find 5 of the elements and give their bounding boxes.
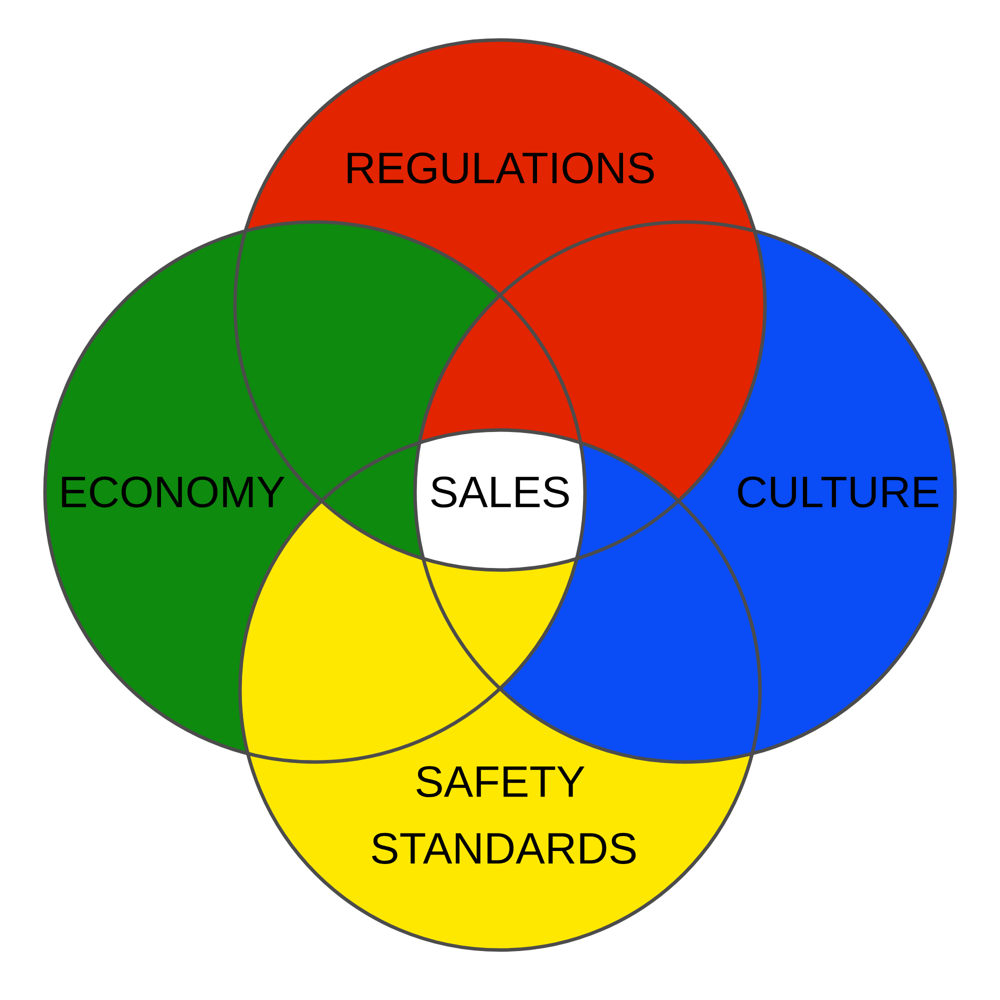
region-label: SAFETY STANDARDS bbox=[372, 766, 636, 864]
region-label: CULTURE bbox=[738, 476, 938, 508]
region-label: REGULATIONS bbox=[348, 152, 654, 184]
region-label: SALES bbox=[431, 476, 569, 508]
region-label: ECONOMY bbox=[62, 476, 285, 508]
